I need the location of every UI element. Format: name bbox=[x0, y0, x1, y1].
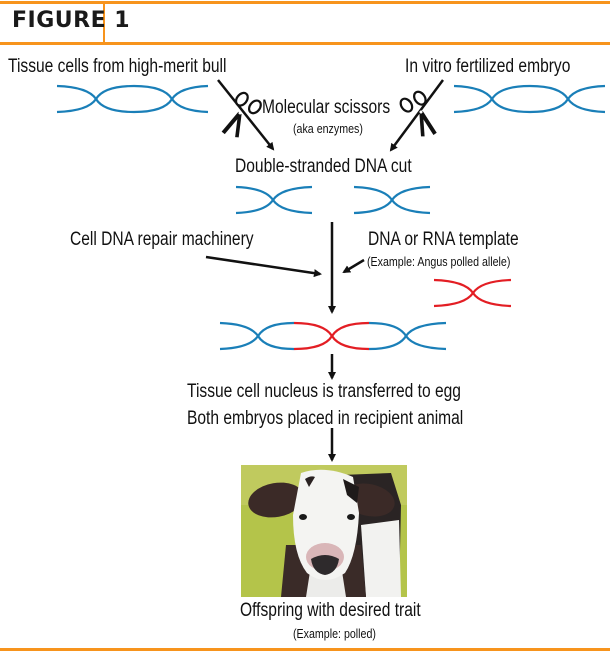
label-offspring-note: (Example: polled) bbox=[293, 626, 376, 641]
calf-photo bbox=[241, 465, 407, 597]
label-scissors: Molecular scissors bbox=[262, 97, 391, 118]
figure-title: FIGURE 1 bbox=[12, 8, 131, 33]
label-source-right: In vitro fertilized embryo bbox=[405, 56, 571, 77]
scissors-icon bbox=[399, 90, 437, 137]
dna-right-intact bbox=[453, 84, 606, 114]
arrow-right-scissors bbox=[389, 79, 445, 152]
title-divider bbox=[103, 2, 105, 43]
dna-cut-left bbox=[235, 185, 313, 215]
arrow-template bbox=[342, 258, 365, 274]
arrow-repair bbox=[205, 255, 322, 278]
label-transfer-line2: Both embryos placed in recipient animal bbox=[187, 408, 464, 429]
dna-left-intact bbox=[56, 84, 209, 114]
dna-template bbox=[433, 278, 512, 308]
dna-cut-right bbox=[353, 185, 431, 215]
label-template-note: (Example: Angus polled allele) bbox=[367, 254, 511, 269]
calf-illustration bbox=[241, 465, 407, 597]
bottom-border bbox=[0, 648, 610, 651]
header-border bbox=[0, 42, 610, 45]
label-template: DNA or RNA template bbox=[368, 229, 519, 250]
scissors-icon bbox=[221, 91, 262, 138]
dna-repaired bbox=[219, 321, 447, 351]
label-transfer-line1: Tissue cell nucleus is transferred to eg… bbox=[187, 381, 461, 402]
top-border bbox=[0, 1, 610, 4]
label-cut: Double-stranded DNA cut bbox=[235, 156, 412, 177]
label-repair: Cell DNA repair machinery bbox=[70, 229, 254, 250]
label-scissors-note: (aka enzymes) bbox=[293, 121, 363, 136]
label-offspring: Offspring with desired trait bbox=[240, 600, 421, 621]
label-source-left: Tissue cells from high-merit bull bbox=[8, 56, 227, 77]
arrow-left-scissors bbox=[217, 79, 275, 151]
